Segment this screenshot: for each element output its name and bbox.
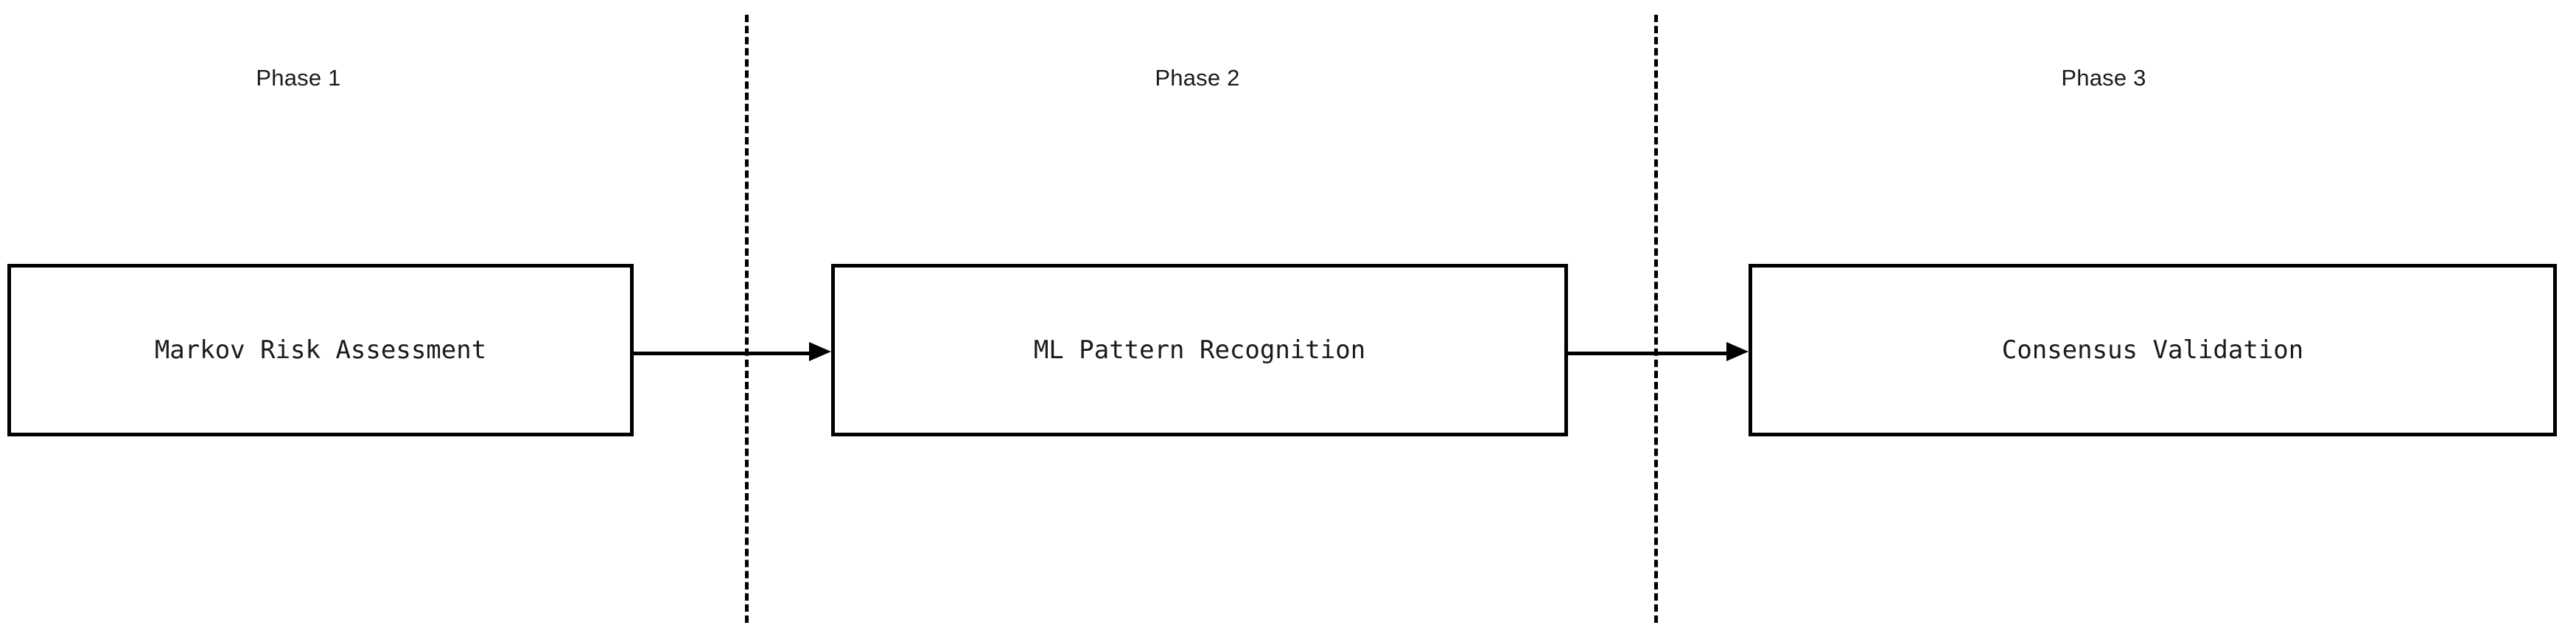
process-node-label: Consensus Validation bbox=[2001, 335, 2304, 365]
phase-divider-1 bbox=[745, 15, 749, 623]
phase-label-2: Phase 2 bbox=[1155, 65, 1240, 91]
process-node-label: ML Pattern Recognition bbox=[1033, 335, 1366, 365]
connector-line bbox=[1568, 352, 1728, 355]
process-node-ml-pattern-recognition[interactable]: ML Pattern Recognition bbox=[831, 264, 1568, 436]
process-node-markov-risk-assessment[interactable]: Markov Risk Assessment bbox=[7, 264, 634, 436]
phase-label-3: Phase 3 bbox=[2061, 65, 2146, 91]
connector-line bbox=[634, 352, 811, 355]
process-node-consensus-validation[interactable]: Consensus Validation bbox=[1749, 264, 2557, 436]
arrowhead-right-icon bbox=[809, 342, 831, 361]
arrowhead-right-icon bbox=[1726, 342, 1749, 361]
phase-divider-2 bbox=[1654, 15, 1658, 623]
phase-label-1: Phase 1 bbox=[256, 65, 341, 91]
process-node-label: Markov Risk Assessment bbox=[154, 335, 487, 365]
